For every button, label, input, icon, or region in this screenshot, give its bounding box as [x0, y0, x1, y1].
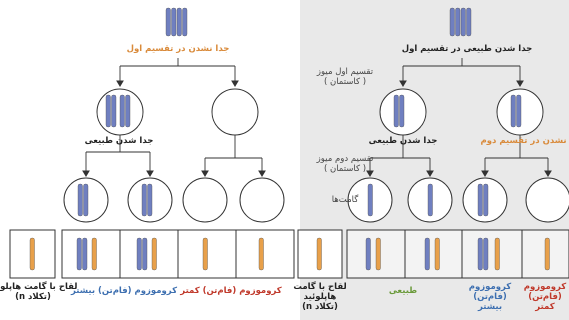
chromosome — [136, 237, 142, 271]
chromosome — [483, 183, 489, 217]
arrow-head — [201, 170, 209, 177]
chromosome — [449, 7, 455, 37]
cell — [525, 177, 569, 223]
left-fewer-label: کروموزوم (فام‌تن) کمتر — [180, 286, 282, 296]
arrow-head — [82, 170, 90, 177]
chromosome — [91, 237, 97, 271]
chromosome — [424, 237, 430, 271]
result-box-right — [346, 229, 569, 279]
arrow-head — [481, 170, 489, 177]
right-top-label: جدا شدن طبیعی در تقسیم اول — [401, 44, 533, 54]
chromosome — [316, 237, 322, 271]
chromosome — [29, 237, 35, 271]
right-fewer-label: کروموزوم (فام‌تن) کمتر — [523, 282, 567, 312]
cell — [239, 177, 285, 223]
meiosis2-label: تقسیم دوم میوز ( کاستمان ) — [316, 154, 374, 174]
chromosome — [83, 183, 89, 217]
chromosome — [151, 237, 157, 271]
arrow-head — [146, 170, 154, 177]
left-top-label: جدا نشدن در تقسیم اول — [126, 44, 230, 54]
arrow-head — [231, 80, 239, 87]
chromosome — [510, 94, 516, 128]
chromosome — [141, 183, 147, 217]
chromosome — [77, 183, 83, 217]
chromosome — [76, 237, 82, 271]
chromosome — [544, 237, 550, 271]
gametes-label: گامت‌ها — [331, 195, 359, 205]
chromosome — [365, 237, 371, 271]
chromosome — [393, 94, 399, 128]
chromosome — [119, 94, 125, 128]
chromosome — [477, 237, 483, 271]
arrow-head — [516, 80, 524, 87]
chromosome — [82, 237, 88, 271]
connector-lines — [82, 58, 552, 177]
chromosome — [455, 7, 461, 37]
chromosome — [202, 237, 208, 271]
right-more-label: کروموزوم (فام‌تن) بیشتر — [468, 282, 512, 312]
arrow-head — [544, 170, 552, 177]
chromosome — [434, 237, 440, 271]
arrow-head — [116, 80, 124, 87]
chromosome — [494, 237, 500, 271]
left-fertilization-label: لقاح با گامت هاپلوئید (تکلاد n) — [0, 282, 78, 302]
right-middle-label-left: جدا شدن طبیعی — [368, 136, 438, 146]
chromosome — [165, 7, 171, 37]
right-normal-label: طبیعی — [388, 286, 418, 296]
right-middle-label-right: جدا نشدن در تقسیم دوم — [480, 136, 569, 146]
right-fertilization-label: لقاح با گامت هاپلوئید (تکلاد n) — [293, 282, 347, 312]
chromosome — [176, 7, 182, 37]
chromosome — [483, 237, 489, 271]
chromosome — [516, 94, 522, 128]
cell — [211, 88, 259, 136]
chromosome — [399, 94, 405, 128]
left-more-label: کروموزوم (فام‌تن) بیشتر — [70, 286, 178, 296]
chromosome — [171, 7, 177, 37]
arrow-head — [426, 170, 434, 177]
cells-and-chromosomes — [9, 7, 569, 279]
chromosome — [142, 237, 148, 271]
chromosome — [111, 94, 117, 128]
chromosome — [477, 183, 483, 217]
chromosome — [375, 237, 381, 271]
chromosome — [182, 7, 188, 37]
meiosis1-label: تقسیم اول میوز ( کاستمان ) — [316, 67, 374, 87]
arrow-head — [366, 170, 374, 177]
chromosome — [367, 183, 373, 217]
chromosome — [427, 183, 433, 217]
arrow-head — [399, 80, 407, 87]
chromosome — [125, 94, 131, 128]
chromosome — [460, 7, 466, 37]
chromosome — [147, 183, 153, 217]
chromosome — [466, 7, 472, 37]
chromosome — [105, 94, 111, 128]
chromosome — [258, 237, 264, 271]
arrow-head — [258, 170, 266, 177]
cell — [182, 177, 228, 223]
left-middle-label: جدا شدن طبیعی — [84, 136, 154, 146]
